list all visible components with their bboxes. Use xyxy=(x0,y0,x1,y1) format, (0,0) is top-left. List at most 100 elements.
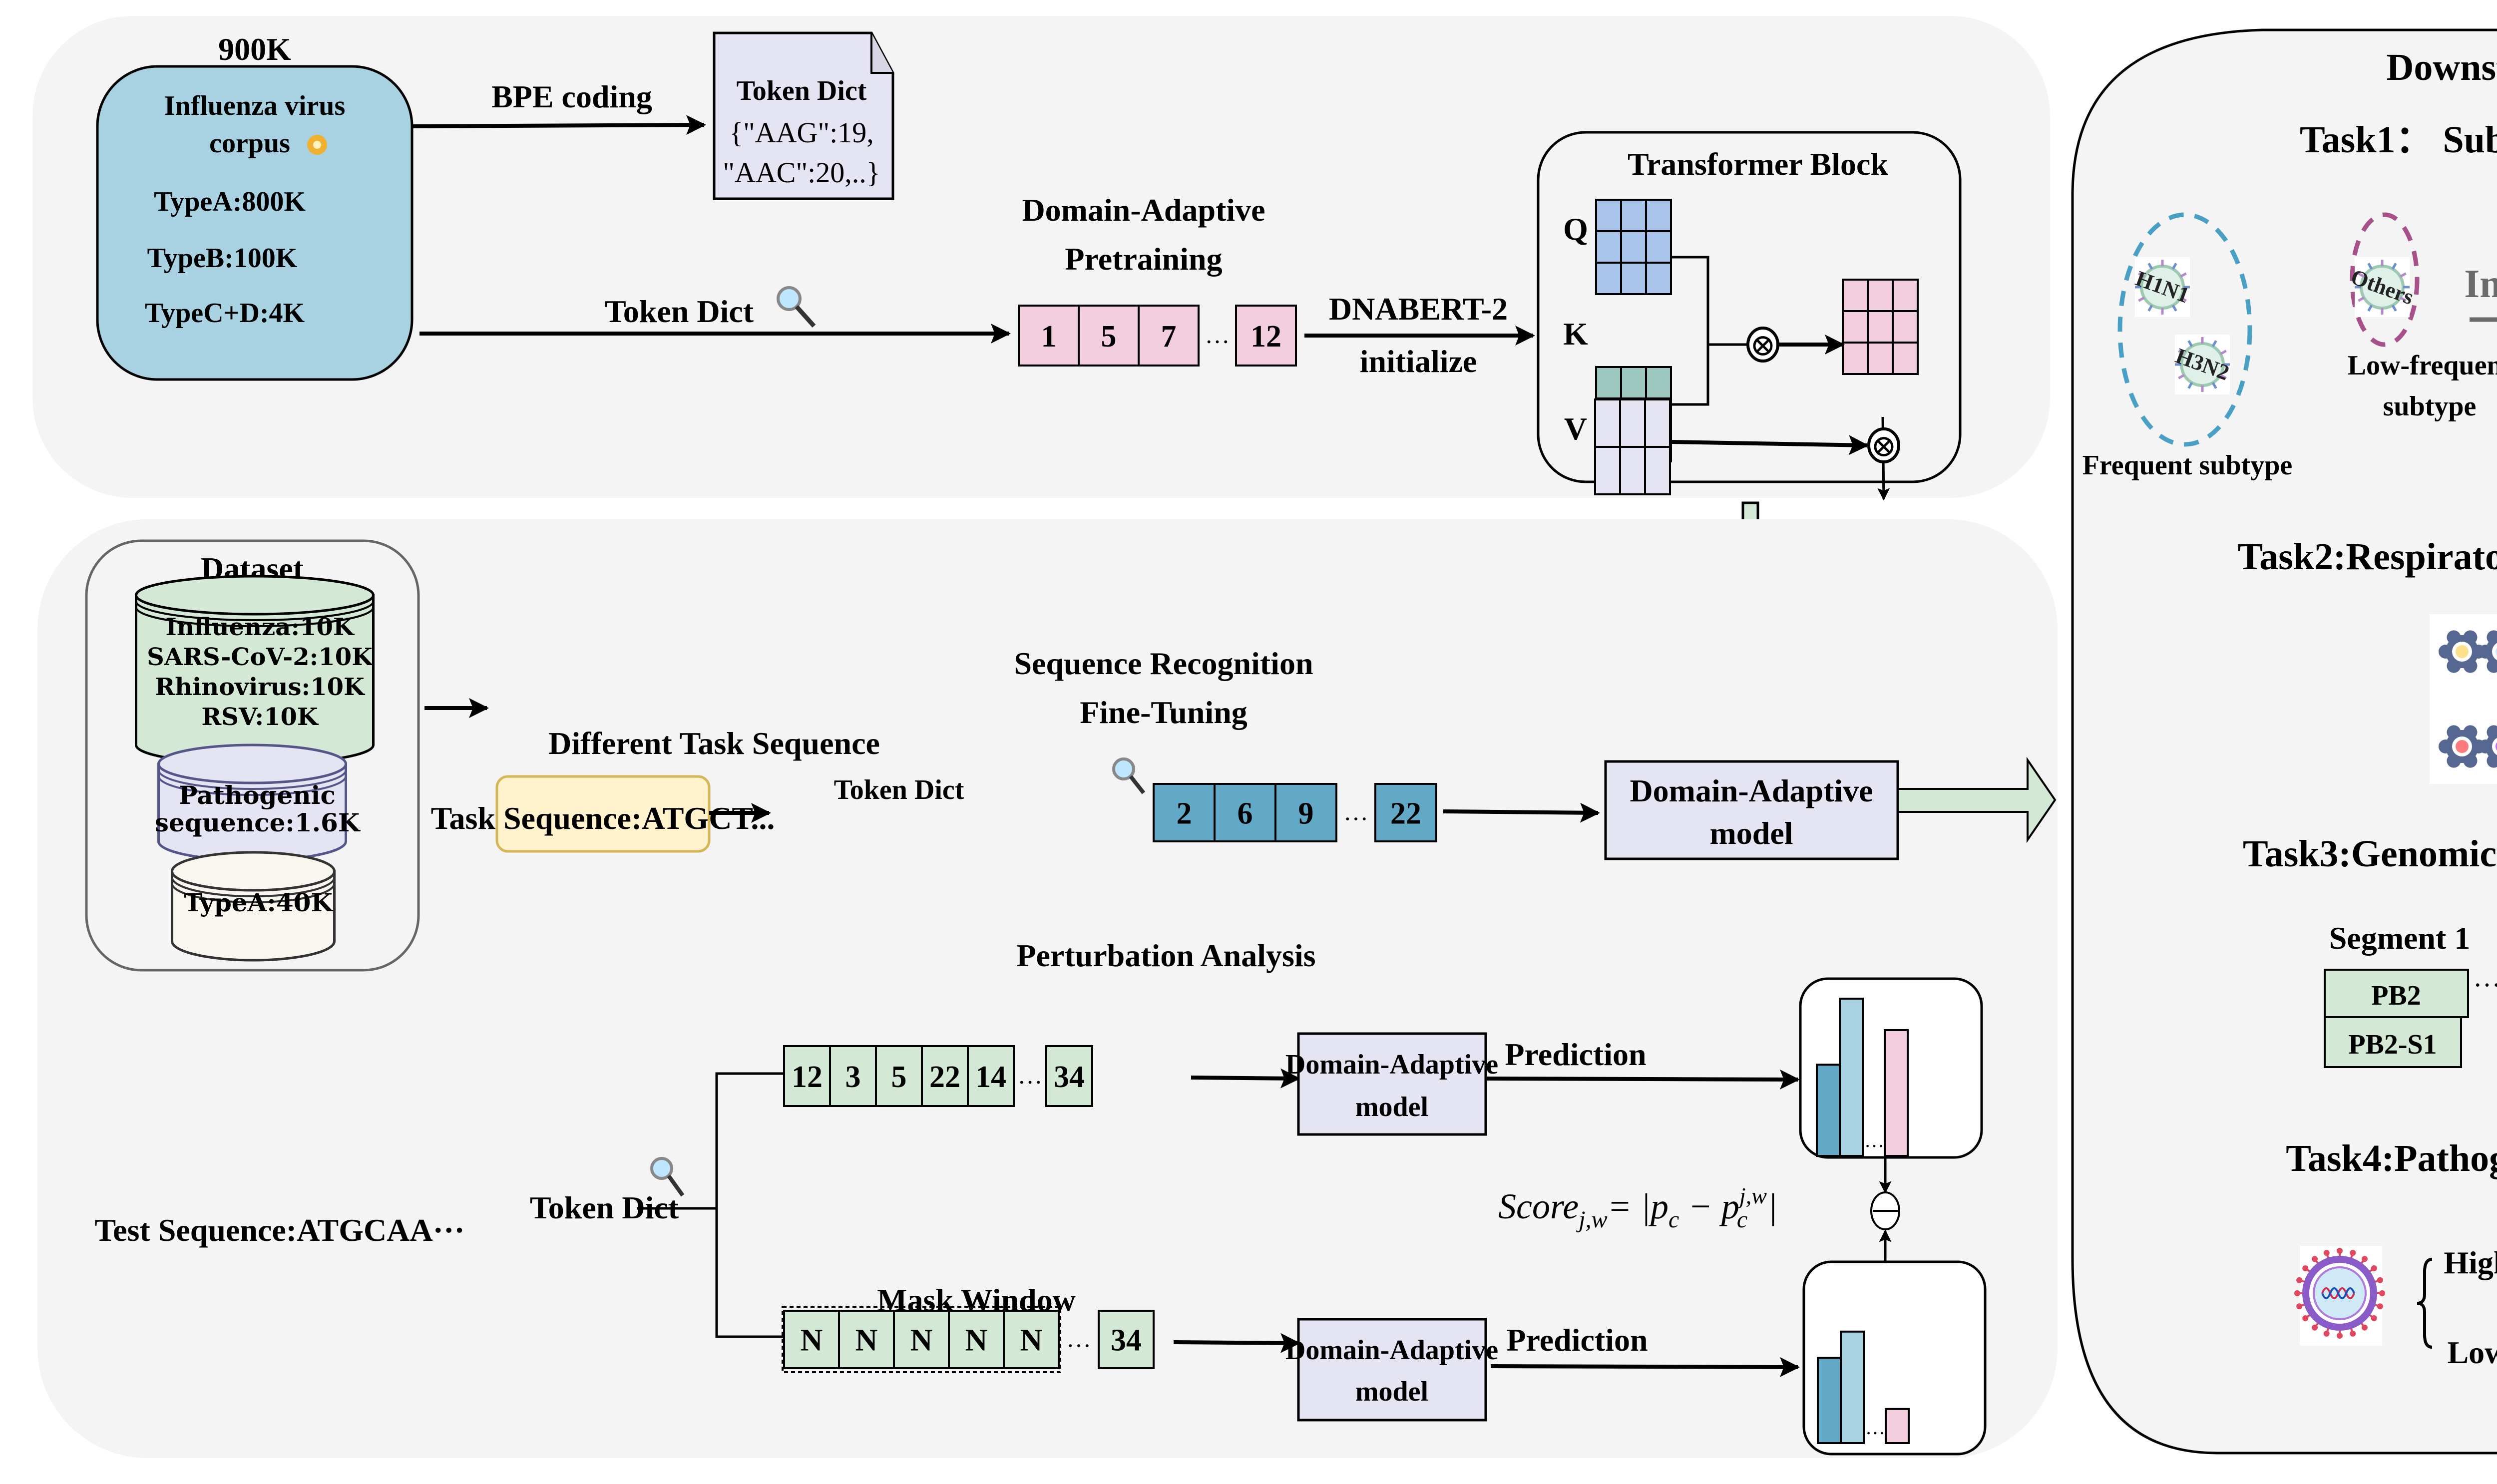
prediction-bar xyxy=(1884,1029,1909,1157)
model-label-line1: Domain-Adaptive xyxy=(1630,773,1873,808)
virus-spike xyxy=(2337,1333,2343,1339)
respiratory-virus-icon xyxy=(2486,636,2497,668)
token-cell xyxy=(967,1045,1015,1107)
virus-spike xyxy=(2361,1324,2368,1331)
bpe-label: BPE coding xyxy=(491,79,652,114)
virus-spike xyxy=(2296,1303,2303,1310)
multiply-op-1-symbol: ⊗ xyxy=(1750,329,1776,363)
perturb-model-arrow-2 xyxy=(1173,1333,1300,1353)
token-cell xyxy=(1018,305,1080,367)
token-cell xyxy=(893,1310,950,1369)
dataset-item: RSV:10K xyxy=(201,703,319,731)
subtype-illustration: H1N1H3N2OthersH1N1H3N2Others xyxy=(2117,212,2420,447)
token-cell xyxy=(1138,305,1200,367)
token-cell xyxy=(1098,1310,1155,1369)
perturbation-title: Perturbation Analysis xyxy=(1016,938,1315,973)
task4-title: Task4:Pathogenicity Prediction xyxy=(2286,1137,2497,1179)
task1-title: Task1： Subtype Recognition xyxy=(2300,119,2497,161)
token-cell xyxy=(1045,1045,1093,1107)
token-cell xyxy=(1235,305,1297,367)
token-ellipsis: … xyxy=(1343,798,1368,826)
dataset-item: Influenza:10K xyxy=(165,613,355,641)
virus-spike xyxy=(2361,1256,2368,1262)
svg-text:"AAC":20,..}: "AAC":20,..} xyxy=(723,156,880,189)
bar-ellipsis: … xyxy=(1864,1129,1884,1151)
v-matrix xyxy=(1594,446,1621,495)
virus-core xyxy=(2456,740,2469,753)
downstream-title: Downstream Tasks xyxy=(2386,46,2497,88)
token-cell xyxy=(1153,783,1216,842)
virus-spike xyxy=(2312,1256,2318,1262)
prediction-arrow-1 xyxy=(1485,1069,1800,1090)
q-matrix xyxy=(1595,262,1622,295)
model-label-line1: Domain-Adaptive xyxy=(1285,1335,1498,1366)
dataset-typea-top xyxy=(171,851,336,892)
magnifier-icon xyxy=(650,1157,685,1197)
model-label-line1: Domain-Adaptive xyxy=(1285,1049,1498,1080)
dataset-item: SARS-CoV-2:10K xyxy=(147,643,374,671)
q-matrix xyxy=(1645,230,1672,264)
finetuning-title-line2: Fine-Tuning xyxy=(1080,695,1248,730)
ft-token-dict-label: Token Dict xyxy=(834,774,964,805)
virus-spike xyxy=(2379,1290,2385,1296)
dataset-pathogenic-top xyxy=(157,743,347,784)
prediction-label-1: Prediction xyxy=(1505,1037,1646,1072)
token-cell xyxy=(948,1310,1005,1369)
prediction-bar xyxy=(1839,998,1864,1157)
segment-pb2-label: PB2 xyxy=(2371,980,2421,1011)
attention-matrix xyxy=(1867,342,1894,375)
corpus-title-line1: Influenza virus xyxy=(164,90,346,121)
corpus-item: TypeC+D:4K xyxy=(145,298,305,329)
corpus-title-line2: corpus xyxy=(209,128,290,159)
v-matrix xyxy=(1619,398,1646,448)
virus-spike xyxy=(2323,1250,2330,1256)
token-cell xyxy=(875,1045,923,1107)
svg-text:{"AAG":19,: {"AAG":19, xyxy=(729,116,873,149)
token-value: N xyxy=(965,1324,988,1358)
token-dict-document: Token Dict {"AAG":19, "AAC":20,..} xyxy=(713,31,894,200)
token-value: N xyxy=(801,1324,823,1358)
token-value: 34 xyxy=(1054,1060,1085,1094)
q-matrix xyxy=(1595,199,1622,232)
task2-title: Task2:Respiratory Virus Recognition xyxy=(2237,536,2497,578)
test-sequence: Test Sequence:ATGCAA··· xyxy=(94,1212,464,1248)
corpus-item: TypeA:800K xyxy=(154,186,306,217)
v-matrix xyxy=(1619,446,1646,495)
model-label-line2: model xyxy=(1355,1092,1428,1122)
token-cell xyxy=(1214,783,1276,842)
init-label-line2: initialize xyxy=(1360,344,1477,379)
bpe-arrow xyxy=(412,115,706,135)
corpus-total: 900K xyxy=(218,31,291,67)
init-label-line1: DNABERT-2 xyxy=(1329,291,1508,327)
token-cell xyxy=(829,1045,877,1107)
corpus-item: TypeB:100K xyxy=(147,243,298,274)
low-frequent-label-line1: Low-frequent xyxy=(2348,350,2497,381)
virus-spike xyxy=(2294,1290,2300,1296)
prediction-arrow-2 xyxy=(1490,1357,1800,1377)
token-value: 1 xyxy=(1041,320,1057,354)
dataset-item: Pathogenic xyxy=(179,780,336,810)
token-value: 22 xyxy=(1390,797,1421,831)
transformer-title: Transformer Block xyxy=(1628,146,1888,182)
magnifier-icon xyxy=(1112,757,1146,794)
multiply-op-2 xyxy=(1867,427,1900,463)
attention-matrix xyxy=(1842,279,1869,312)
pretraining-title-line2: Pretraining xyxy=(1065,241,1222,277)
virus-spike xyxy=(2371,1315,2377,1321)
v-matrix xyxy=(1644,446,1671,495)
virus-spike xyxy=(2296,1277,2303,1283)
q-matrix xyxy=(1620,230,1647,264)
virus-spike xyxy=(2377,1303,2383,1310)
token-ellipsis: … xyxy=(1205,321,1230,349)
q-matrix xyxy=(1620,199,1647,232)
model-label-line2: model xyxy=(1709,815,1793,851)
ft-model-arrow xyxy=(1443,802,1600,823)
branch-connector xyxy=(715,1072,784,1338)
task3-title: Task3:Genomic Segment Annotation xyxy=(2243,833,2497,875)
q-label: Q xyxy=(1563,211,1588,247)
qkv-matrices xyxy=(1594,199,1919,495)
attention-matrix xyxy=(1892,310,1919,344)
segment-ellipsis: … xyxy=(2473,962,2497,993)
